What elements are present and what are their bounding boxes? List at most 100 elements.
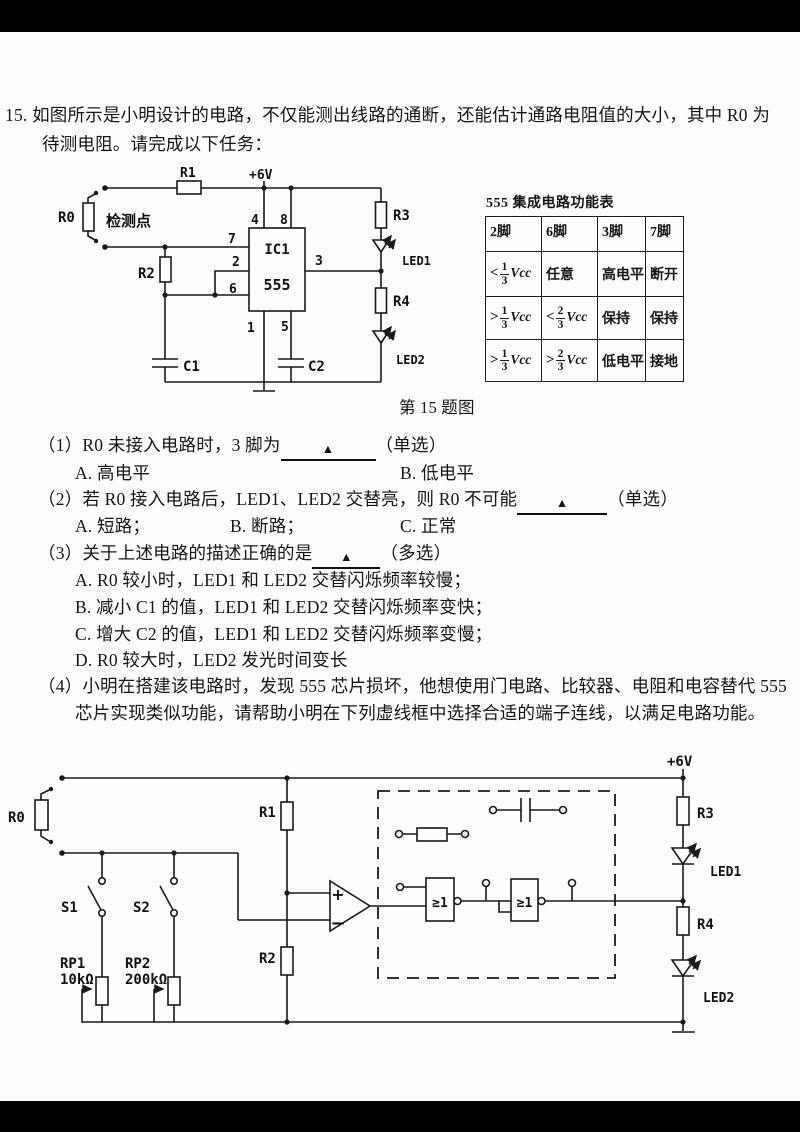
junction-dots (93, 185, 384, 298)
spare-resistor-terminal-left[interactable] (394, 829, 404, 839)
cell-pin3: 高电平 (597, 251, 646, 297)
wires (40, 769, 695, 1033)
junction-dots (48, 775, 686, 1025)
q4-text-line1: 小明在搭建该电路时，发现 555 芯片损坏，他想使用门电路、比较器、电阻和电容替… (82, 676, 787, 696)
label-gate1-or: ≥1 (432, 896, 448, 911)
q2-label: （2） (38, 489, 83, 509)
label-pin3: 3 (315, 254, 323, 269)
gate1-output-terminal[interactable] (481, 878, 491, 888)
scan-black-bar-bottom (0, 1101, 800, 1132)
sub-question-1: （1）R0 未接入电路时，3 脚为▲（单选） (38, 436, 446, 461)
led1-symbol (670, 842, 702, 866)
spare-resistor (416, 827, 448, 842)
q3-text: 关于上述电路的描述正确的是 (82, 543, 313, 563)
label-pin7: 7 (228, 232, 236, 247)
q3-label: （3） (38, 543, 83, 563)
potentiometer-rp2 (167, 976, 181, 1006)
label-pin6: 6 (229, 282, 237, 297)
numerator: 2 (555, 347, 566, 361)
label-pin5: 5 (281, 320, 289, 335)
gate2-output-terminal[interactable] (567, 878, 577, 888)
s2-bottom-contact[interactable] (170, 908, 179, 917)
question-intro-line1: 15. 如图所示是小明设计的电路，不仅能测出线路的通断，还能估计通路电阻值的大小… (5, 106, 770, 125)
sub-question-4-line2: 芯片实现类似功能，请帮助小明在下列虚线框中选择合适的端子连线，以满足电路功能。 (75, 703, 766, 723)
spare-capacitor-terminal-right[interactable] (558, 805, 568, 815)
sub-question-3: （3）关于上述电路的描述正确的是▲（多选） (38, 544, 451, 569)
led1-symbol (371, 234, 396, 254)
label-probe: 检测点 (106, 212, 151, 230)
q2-option-a: A. 短路； (75, 516, 151, 536)
q3-option-b: B. 减小 C1 的值，LED1 和 LED2 交替闪烁频率变快； (75, 597, 493, 617)
label-vcc: +6V (249, 168, 273, 183)
answer-blank-q3: ▲ (312, 550, 381, 569)
denominator: 3 (501, 274, 508, 287)
blank-triangle: ▲ (340, 550, 353, 564)
q1-text: R0 未接入电路时，3 脚为 (82, 435, 281, 455)
resistor-r1 (176, 180, 202, 195)
cell-pin7: 保持 (645, 296, 684, 340)
label-c1: C1 (183, 359, 200, 375)
label-r1: R1 (180, 166, 196, 181)
circuit-gate-version: R0 R1 R2 S1 S2 RP1 10kΩ RP2 200kΩ +6V R3… (8, 754, 741, 1033)
op: < (490, 265, 499, 282)
label-led1: LED1 (402, 254, 431, 268)
numerator: 1 (499, 347, 510, 361)
question-intro-line2: 待测电阻。请完成以下任务： (42, 134, 273, 154)
q2-text: 若 R0 接入电路后，LED1、LED2 交替亮，则 R0 不可能 (82, 489, 518, 509)
op: > (490, 351, 499, 368)
label-pin4: 4 (251, 213, 259, 228)
cell-pin7: 接地 (645, 339, 684, 382)
s1-top-contact[interactable] (98, 876, 107, 885)
q3-option-c: C. 增大 C2 的值，LED1 和 LED2 交替闪烁频率变慢； (75, 624, 493, 644)
label-pin2: 2 (232, 255, 240, 270)
label-555: 555 (263, 276, 290, 294)
open-terminals[interactable] (98, 805, 577, 917)
label-rp2-value: 200kΩ (125, 972, 167, 988)
circuit1-labels: R1 +6V R0 检测点 4 8 7 2 6 3 1 5 IC1 555 R2… (58, 166, 431, 375)
label-r3: R3 (393, 208, 410, 224)
q1-label: （1） (38, 435, 83, 455)
s2-top-contact[interactable] (170, 876, 179, 885)
gate2-invert-bubble (537, 896, 546, 906)
dashed-selection-box (377, 790, 616, 979)
label-led2: LED2 (396, 353, 425, 367)
resistor-r2 (159, 256, 172, 283)
s1-bottom-contact[interactable] (98, 908, 107, 917)
label-r1: R1 (259, 805, 276, 821)
resistor-r4 (374, 287, 388, 314)
spare-capacitor-terminal-left[interactable] (488, 805, 498, 815)
intro-text: 如图所示是小明设计的电路，不仅能测出线路的通断，还能估计通路电阻值的大小，其中 … (32, 105, 771, 125)
circuit2-labels: R0 R1 R2 S1 S2 RP1 10kΩ RP2 200kΩ +6V R3… (8, 754, 741, 1006)
resistor-r1 (280, 801, 294, 831)
ic-555-body (248, 227, 306, 312)
gate1-input-terminal[interactable] (395, 882, 405, 892)
spare-resistor-terminal-right[interactable] (460, 829, 470, 839)
numerator: 1 (499, 305, 510, 319)
resistor-r0 (34, 799, 49, 831)
header-pin6: 6脚 (541, 216, 598, 252)
label-rp1-value: 10kΩ (60, 972, 94, 988)
label-comp-minus: − (330, 913, 345, 934)
nor-gate-1 (425, 877, 455, 922)
cell-pin3: 低电平 (597, 339, 646, 382)
q1-option-b: B. 低电平 (400, 463, 475, 483)
vcc: Vcc (566, 309, 588, 325)
answer-blank-q1: ▲ (280, 442, 376, 461)
resistor-r4 (676, 906, 690, 936)
header-pin7: 7脚 (645, 216, 684, 252)
label-comp-plus: + (331, 885, 344, 904)
numerator: 2 (555, 305, 566, 319)
